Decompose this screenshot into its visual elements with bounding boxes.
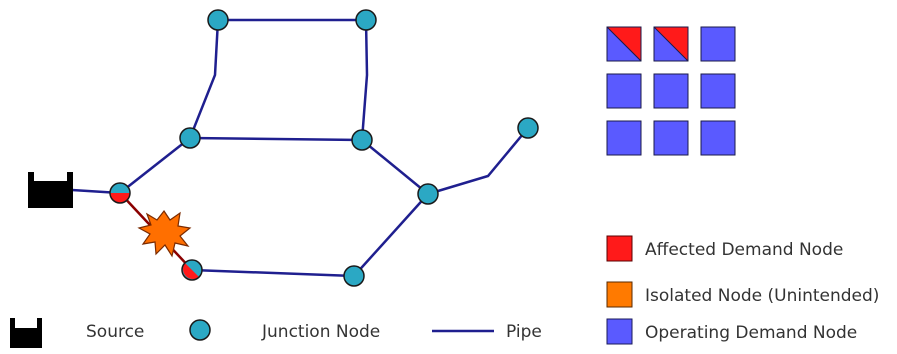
pipe-j5-j6 [361, 139, 429, 195]
demand-node-operating [653, 73, 689, 109]
pipe-j8-j9 [191, 268, 355, 278]
source-tank [28, 165, 73, 208]
legend-source [10, 314, 42, 348]
demand-node-operating [606, 120, 642, 156]
legend-pipe-label: Pipe [506, 322, 542, 342]
junction-node [417, 183, 439, 205]
demand-node-operating [700, 26, 736, 62]
demand-node-affected [606, 26, 642, 62]
junction-node [517, 117, 539, 139]
legend-isolated-swatch [606, 281, 633, 308]
pipe-j4-j5 [360, 19, 369, 141]
valve-node [181, 259, 203, 281]
pipe-j2-j3 [188, 19, 220, 139]
pipe-j6-j7 [427, 127, 529, 196]
junction-node [351, 129, 373, 151]
valve-node [109, 182, 131, 204]
pipe-j1-j2 [119, 137, 191, 194]
legend-junction-label: Junction Node [261, 322, 380, 342]
legend-isolated-label: Isolated Node (Unintended) [645, 286, 879, 306]
legend-affected-swatch [606, 235, 633, 262]
demand-node-operating [606, 73, 642, 109]
explosion-icon [137, 209, 192, 258]
demand-node-operating [653, 120, 689, 156]
legend-affected-label: Affected Demand Node [645, 240, 843, 260]
demand-node-affected [653, 26, 689, 62]
demand-node-grid [606, 26, 736, 156]
demand-node-operating [700, 120, 736, 156]
pipe-j2-j5 [189, 136, 363, 142]
pipe-j6-j8 [353, 193, 429, 277]
junction-node [207, 9, 229, 31]
demand-node-operating [700, 73, 736, 109]
legend-junction-swatch [189, 319, 211, 341]
junction-node [355, 9, 377, 31]
legend-operating-swatch [606, 318, 633, 345]
legend-operating-label: Operating Demand Node [645, 323, 857, 343]
legend-source-label: Source [86, 322, 144, 342]
junction-node [179, 127, 201, 149]
junction-node [343, 265, 365, 287]
pipes [71, 18, 529, 278]
